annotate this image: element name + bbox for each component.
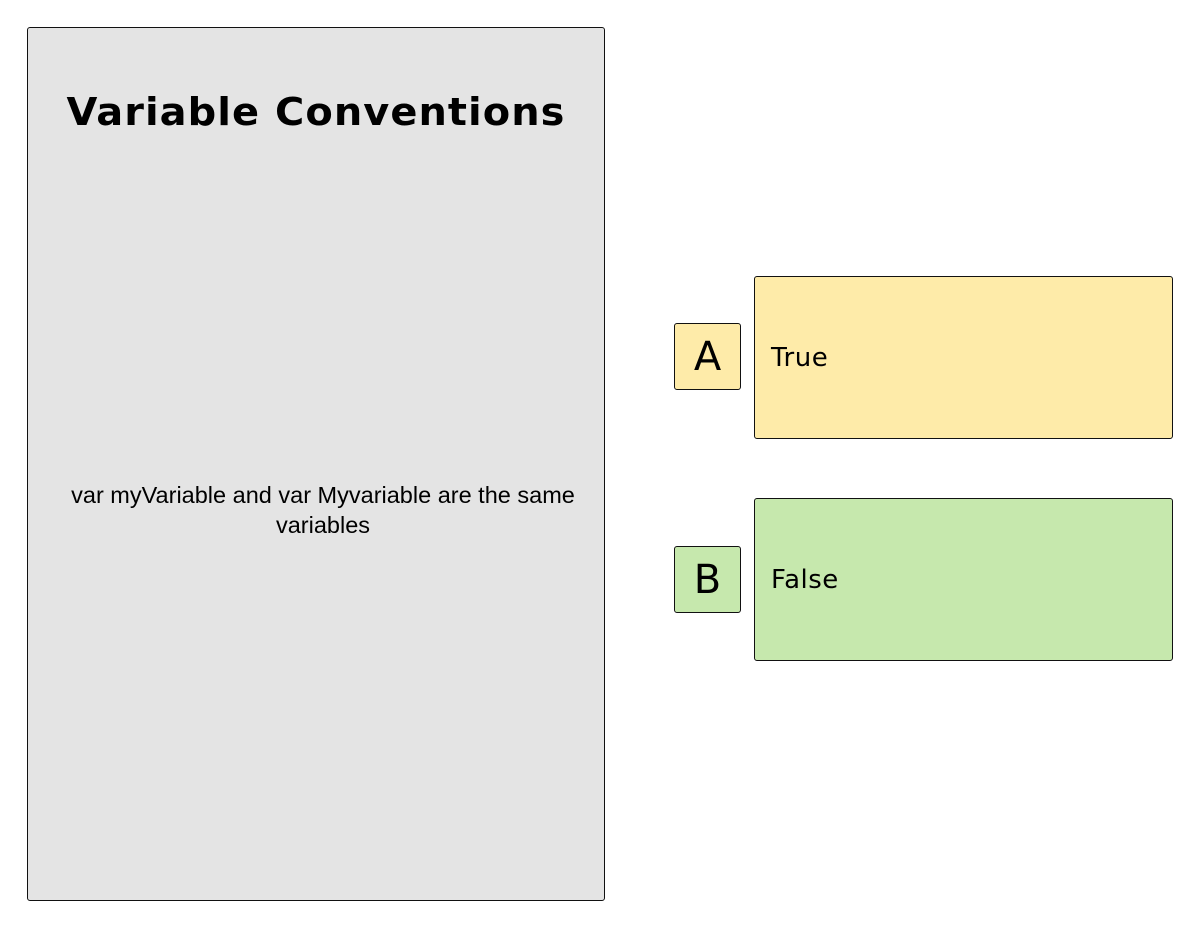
question-title: Variable Conventions [66, 90, 566, 134]
option-b-answer[interactable]: False [754, 498, 1173, 661]
option-a-letter[interactable]: A [674, 323, 741, 390]
option-b-label: False [771, 564, 839, 595]
option-a-answer[interactable]: True [754, 276, 1173, 439]
option-b-letter[interactable]: B [674, 546, 741, 613]
question-card: Variable Conventions var myVariable and … [27, 27, 605, 901]
question-prompt: var myVariable and var Myvariable are th… [71, 482, 575, 538]
option-a-label: True [771, 342, 829, 373]
